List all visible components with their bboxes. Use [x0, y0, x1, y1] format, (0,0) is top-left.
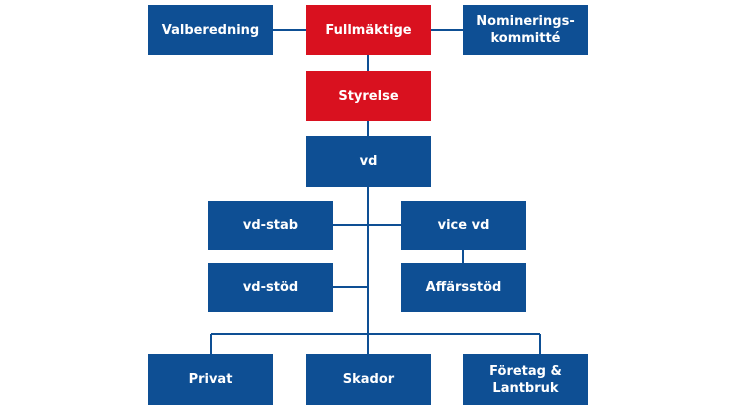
box-fullmaktige: Fullmäktige — [306, 5, 431, 55]
box-nomineringskommitte: Nominerings- kommitté — [463, 5, 588, 55]
box-skador: Skador — [306, 354, 431, 405]
box-vd: vd — [306, 136, 431, 187]
box-valberedning: Valberedning — [148, 5, 273, 55]
box-vd-stab: vd-stab — [208, 201, 333, 250]
box-vd-stod: vd-stöd — [208, 263, 333, 312]
box-foretag-lantbruk: Företag & Lantbruk — [463, 354, 588, 405]
box-vice-vd: vice vd — [401, 201, 526, 250]
box-privat: Privat — [148, 354, 273, 405]
box-styrelse: Styrelse — [306, 71, 431, 121]
box-affarsstod: Affärsstöd — [401, 263, 526, 312]
